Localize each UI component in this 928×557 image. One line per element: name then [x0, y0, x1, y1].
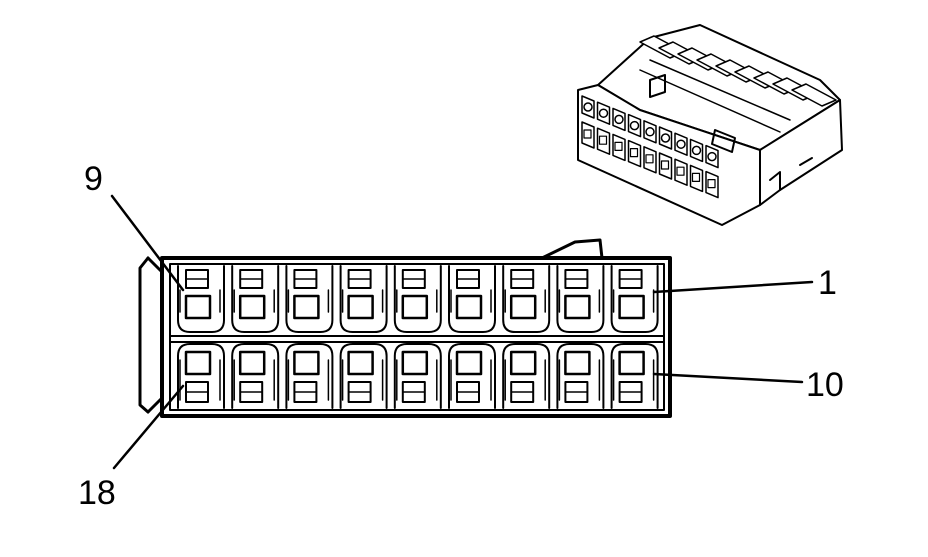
leader-line-1	[652, 280, 814, 294]
cavity-pin-17	[231, 343, 280, 409]
cavity-pin-1	[610, 265, 659, 333]
leader-line-10	[652, 372, 804, 384]
cavity-pin-6	[339, 265, 388, 333]
cavity-pin-11	[556, 343, 605, 409]
pin-label-1: 1	[818, 264, 837, 302]
leader-lines	[110, 194, 814, 470]
cavity-pin-10	[610, 343, 659, 409]
cavity-pin-18	[177, 343, 225, 409]
pin-label-9: 9	[84, 160, 103, 198]
connector-face-view	[138, 238, 672, 418]
cavity-pin-9	[177, 265, 225, 333]
cavity-pin-5	[393, 265, 442, 333]
cavity-pin-4	[448, 265, 496, 333]
cavity-pin-2	[556, 265, 605, 333]
pin-label-10: 10	[806, 366, 844, 404]
cavity-pin-15	[339, 343, 388, 409]
cavity-pin-16	[285, 343, 334, 409]
cavity-pin-14	[393, 343, 442, 409]
cavity-pin-7	[285, 265, 334, 333]
connector-3d-view	[577, 24, 843, 226]
cavity-pin-3	[502, 265, 551, 333]
cavity-pin-12	[502, 343, 551, 409]
cavity-pin-8	[231, 265, 280, 333]
leader-line-18	[112, 384, 185, 470]
pin-label-18: 18	[78, 474, 116, 512]
leader-line-9	[110, 194, 185, 292]
cavity-pin-13	[448, 343, 496, 409]
